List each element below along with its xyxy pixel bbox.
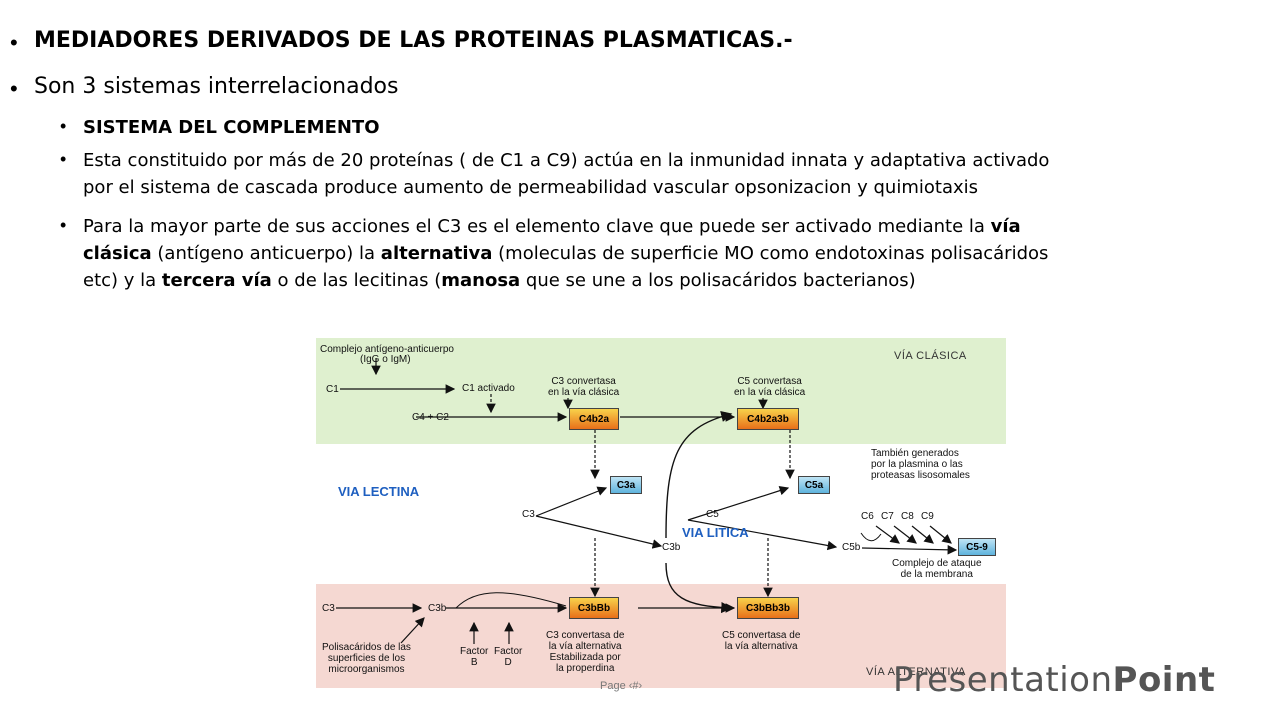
label-c1-activado: C1 activado xyxy=(462,383,515,394)
label-factor-b: Factor B xyxy=(460,646,489,668)
box-c3bbb3b: C3bBb3b xyxy=(737,597,799,619)
c3-line-2: clásica (antígeno anticuerpo) la alterna… xyxy=(83,240,1253,267)
label-complejo-ataque: Complejo de ataque de la membrana xyxy=(892,558,982,580)
label-c5: C5 xyxy=(706,509,719,520)
label-c3-convertasa-alt: C3 convertasa de la vía alternativa Esta… xyxy=(546,630,625,674)
classic-pathway-band xyxy=(316,338,1006,444)
label-via-lectina: VIA LECTINA xyxy=(338,484,420,499)
box-c4b2a: C4b2a xyxy=(569,408,619,430)
label-c6: C6 xyxy=(861,511,874,522)
bullet-marker: • xyxy=(60,116,67,136)
label-c3b-alt: C3b xyxy=(428,603,447,614)
bullet-sistema: SISTEMA DEL COMPLEMENTO xyxy=(83,117,380,138)
c3-text: etc) y la xyxy=(83,270,162,291)
box-c3bbb: C3bBb xyxy=(569,597,619,619)
label-igg: (IgG o IgM) xyxy=(360,354,411,365)
label-via-litica: VIA LITICA xyxy=(682,525,749,540)
label-c1: C1 xyxy=(326,384,339,395)
label-c4c2: C4 + C2 xyxy=(412,412,449,423)
label-c5-convertasa-alt: C5 convertasa de la vía alternativa xyxy=(722,630,801,652)
alternative-pathway-band xyxy=(316,584,1006,688)
box-c4b2a3b: C4b2a3b xyxy=(737,408,799,430)
label-tambien-generados: También generados por la plasmina o las … xyxy=(871,448,970,481)
box-c5-9: C5-9 xyxy=(958,538,996,556)
label-c5b: C5b xyxy=(842,542,861,553)
bullet-marker: • xyxy=(10,30,18,55)
label-c3: C3 xyxy=(522,509,535,520)
label-via-clasica: VÍA CLÁSICA xyxy=(894,350,967,362)
c3-bold-clasica: clásica xyxy=(83,243,152,264)
bullet-marker: • xyxy=(10,76,18,101)
label-polisacaridos: Polisacáridos de las superficies de los … xyxy=(322,642,411,675)
label-factor-d: Factor D xyxy=(494,646,523,668)
slide-title: MEDIADORES DERIVADOS DE LAS PROTEINAS PL… xyxy=(34,28,793,53)
presentationpoint-logo: PresentationPoint xyxy=(893,660,1215,700)
bullet-marker: • xyxy=(60,149,67,169)
c3-text: (moleculas de superficie MO como endotox… xyxy=(492,243,1049,264)
label-c3-alt: C3 xyxy=(322,603,335,614)
description-line-1: Esta constituido por más de 20 proteínas… xyxy=(83,150,1050,171)
c3-bold-via: vía xyxy=(990,216,1021,237)
label-c5-convertasa-clasica: C5 convertasa en la vía clásica xyxy=(734,376,806,398)
description-line-2: por el sistema de cascada produce aument… xyxy=(83,177,979,198)
bullet-description: Esta constituido por más de 20 proteínas… xyxy=(83,147,1253,201)
label-c3b-mid: C3b xyxy=(662,542,681,553)
c3-text: Para la mayor parte de sus acciones el C… xyxy=(83,216,991,237)
bullet-intro: Son 3 sistemas interrelacionados xyxy=(34,74,399,99)
label-c7: C7 xyxy=(881,511,894,522)
logo-text-bold: Point xyxy=(1112,660,1216,700)
label-c3-convertasa-clasica: C3 convertasa en la vía clásica xyxy=(548,376,620,398)
c3-bold-tercera: tercera vía xyxy=(161,270,272,291)
logo-text-light: Presentation xyxy=(893,660,1113,700)
c3-bold-alternativa: alternativa xyxy=(380,243,493,264)
c3-text: (antígeno anticuerpo) la xyxy=(151,243,381,264)
c3-bold-manosa: manosa xyxy=(441,270,521,291)
complement-diagram: Complejo antígeno-anticuerpo (IgG o IgM)… xyxy=(316,338,1006,688)
bullet-c3: Para la mayor parte de sus acciones el C… xyxy=(83,213,1253,294)
bullet-marker: • xyxy=(60,215,67,235)
middle-band xyxy=(316,444,1006,584)
page-number: Page ‹#› xyxy=(600,680,643,692)
label-c9: C9 xyxy=(921,511,934,522)
c3-text: o de las lecitinas ( xyxy=(271,270,442,291)
c3-line-1: Para la mayor parte de sus acciones el C… xyxy=(83,213,1253,240)
label-complejo: Complejo antígeno-anticuerpo xyxy=(320,344,454,355)
box-c3a: C3a xyxy=(610,476,642,494)
c3-line-3: etc) y la tercera vía o de las lecitinas… xyxy=(83,267,1253,294)
label-c8: C8 xyxy=(901,511,914,522)
box-c5a: C5a xyxy=(798,476,830,494)
label-via-alternativa: VÍA ALTERNATIVA xyxy=(866,666,966,678)
diagram-shapes xyxy=(316,338,1006,688)
c3-text: que se une a los polisacáridos bacterian… xyxy=(520,270,916,291)
